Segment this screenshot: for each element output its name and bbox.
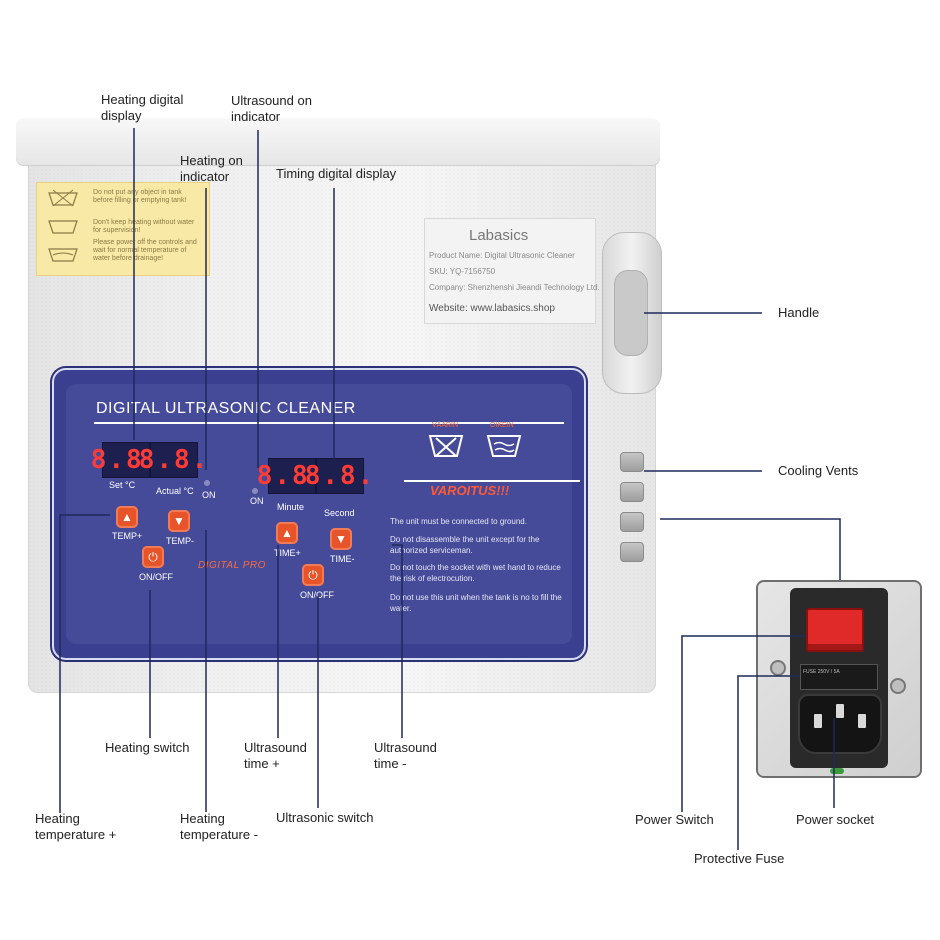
rule-wet-hand: Do not touch the socket with wet hand to… (390, 563, 561, 583)
callout-handle: Handle (778, 305, 820, 320)
callout-ultrasound-time-minus: Ultrasound time - (374, 740, 437, 771)
callout-cooling-vents: Cooling Vents (778, 463, 859, 478)
fuse-rating-text: FUSE 250V / 5A (803, 669, 840, 675)
ultrasonic-on-off-label: ON/OFF (300, 590, 334, 600)
time-down-icon: ▼ (335, 532, 347, 546)
callout-power-switch: Power Switch (635, 812, 714, 827)
iec-power-socket[interactable] (798, 694, 882, 754)
callout-ultrasound-on-indicator: Ultrasound on indicator (231, 93, 312, 124)
leader-inset (660, 518, 841, 580)
washtub-right-icon (486, 435, 522, 457)
set-temp-label: Set °C (109, 480, 136, 490)
callout-protective-fuse: Protective Fuse (694, 851, 785, 866)
power-icon: ⏻ (148, 549, 158, 564)
sticker-line-3: Please power off the controls and wait f… (93, 239, 197, 262)
panel-title-rule (94, 422, 564, 424)
time-plus-button[interactable]: ▲ (276, 522, 298, 544)
cooling-vent (620, 452, 644, 472)
actual-temp-display: 8.8. (139, 442, 207, 478)
callout-heating-temperature-minus: Heating temperature - (180, 811, 259, 842)
ultrasound-on-led (252, 488, 258, 494)
heating-on-off-label: ON/OFF (139, 572, 173, 582)
actual-temp-label: Actual °C (156, 486, 194, 496)
set-temp-display: 8.8. (91, 442, 159, 478)
time-minus-label: TIME- (330, 554, 355, 564)
time-up-icon: ▲ (281, 526, 293, 540)
heating-switch-button[interactable]: ⏻ (142, 546, 164, 568)
control-panel: DIGITAL ULTRASONIC CLEANER VÄÄRIN OIKEIN… (52, 368, 586, 660)
vaarin-label: VÄÄRIN (432, 422, 459, 429)
drain-tank-icon (48, 248, 78, 262)
label-product-name: Product Name: Digital Ultrasonic Cleaner (429, 251, 575, 260)
heating-on-led (204, 480, 210, 486)
temp-plus-button[interactable]: ▲ (116, 506, 138, 528)
time-plus-label: TIME+ (274, 548, 301, 558)
callout-ultrasonic-switch: Ultrasonic switch (276, 810, 374, 825)
callout-heating-temperature-plus: Heating temperature + (35, 811, 117, 842)
sticker-line-1: Do not put any object in tank before fil… (93, 189, 187, 204)
varoitus-rule (404, 480, 580, 482)
label-sku: SKU: YQ-7156750 (429, 267, 496, 276)
minute-display: 8.8. (257, 458, 325, 494)
oikein-label: OIKEIN (490, 422, 514, 429)
mount-screw (770, 660, 786, 676)
power-icon: ⏻ (308, 567, 318, 582)
heating-on-label: ON (202, 490, 216, 500)
digital-pro-mark: DIGITAL PRO (198, 560, 266, 571)
ultrasonic-switch-button[interactable]: ⏻ (302, 564, 324, 586)
handle-grip-hole (614, 270, 648, 356)
power-rocker-switch[interactable] (806, 608, 864, 652)
warning-sticker: Do not put any object in tank before fil… (36, 182, 210, 276)
cooling-vent (620, 542, 644, 562)
callout-heating-switch: Heating switch (105, 740, 190, 755)
washtub-wrong-icon (428, 435, 464, 457)
temp-minus-label: TEMP- (166, 536, 194, 546)
label-website: Website: www.labasics.shop (429, 303, 555, 314)
cleaner-lid (16, 118, 660, 166)
label-company: Company: Shenzhenshi Jieandi Technology … (429, 283, 600, 292)
temp-plus-label: TEMP+ (112, 531, 143, 541)
ultrasound-on-label: ON (250, 496, 264, 506)
socket-pin (836, 704, 844, 718)
second-display: 8.8. (305, 458, 373, 494)
varoitus-heading: VAROITUS!!! (430, 483, 510, 498)
callout-heating-on-indicator: Heating on indicator (180, 153, 243, 184)
fuse-drawer[interactable]: FUSE 250V / 5A (800, 664, 878, 690)
cooling-vent (620, 512, 644, 532)
socket-pin (858, 714, 866, 728)
power-module-inset: FUSE 250V / 5A (756, 580, 922, 778)
ground-marker (830, 768, 844, 774)
callout-timing-digital-display: Timing digital display (276, 166, 397, 181)
no-object-icon (48, 189, 78, 207)
callout-power-socket: Power socket (796, 812, 875, 827)
second-label: Second (324, 508, 355, 518)
time-minus-button[interactable]: ▼ (330, 528, 352, 550)
minute-label: Minute (277, 502, 305, 512)
rule-no-water: Do not use this unit when the tank is no… (390, 593, 562, 613)
sticker-line-2: Don't keep heating without water for sup… (93, 219, 195, 234)
callout-ultrasound-time-plus: Ultrasound time + (244, 740, 307, 771)
rule-ground: The unit must be connected to ground. (390, 517, 527, 526)
product-label: Labasics Product Name: Digital Ultrasoni… (424, 218, 600, 324)
temperature-down-icon: ▼ (173, 514, 185, 528)
no-dry-heating-icon (48, 220, 78, 234)
rule-disassemble: Do not disassemble the unit except for t… (390, 535, 540, 555)
cooling-vent (620, 482, 644, 502)
brand-name: Labasics (469, 227, 529, 244)
mount-screw (890, 678, 906, 694)
socket-pin (814, 714, 822, 728)
temp-minus-button[interactable]: ▼ (168, 510, 190, 532)
callout-heating-digital-display: Heating digital display (101, 92, 184, 123)
temperature-up-icon: ▲ (121, 510, 133, 524)
panel-title: DIGITAL ULTRASONIC CLEANER (96, 400, 356, 417)
